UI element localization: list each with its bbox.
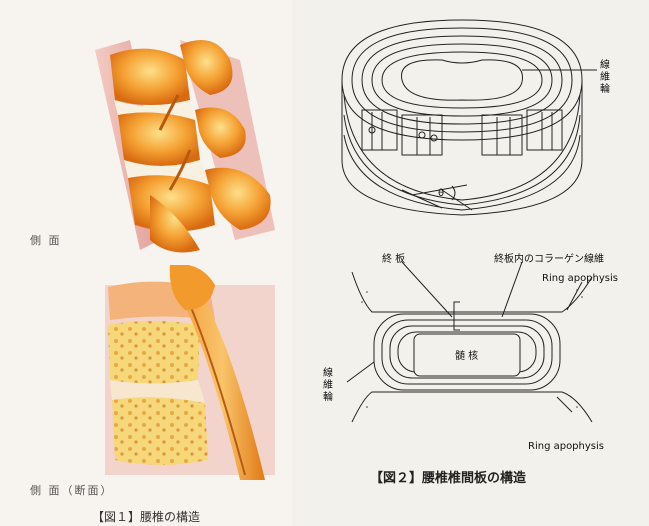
figure-2-panel: θ 線維輪 終 板 終板内のコラーゲン線維 Ring apophysis (292, 0, 649, 526)
annulus-label-top: 線維輪 (599, 60, 611, 96)
disc-3d-diagram (292, 0, 649, 230)
disc-cross-section-diagram (292, 262, 649, 462)
theta-symbol: θ (438, 188, 444, 199)
figure-2-caption: 【図２】腰椎椎間板の構造 (370, 467, 526, 486)
side-view-label: 側 面 (30, 232, 62, 248)
ring-apophysis-bottom-label: Ring apophysis (528, 441, 604, 452)
lumbar-spine-section-illustration (0, 265, 292, 495)
figure-1-caption: 【図１】腰椎の構造 (92, 508, 200, 525)
nucleus-label: 髄 核 (455, 347, 478, 362)
section-view-label: 側 面（断面） (30, 482, 114, 498)
lumbar-spine-side-illustration (0, 0, 292, 260)
figure-1-panel: 側 面 側 面（断面） 【図１】腰椎の構造 (0, 0, 292, 526)
annulus-label-side: 線維輪 (322, 368, 334, 404)
